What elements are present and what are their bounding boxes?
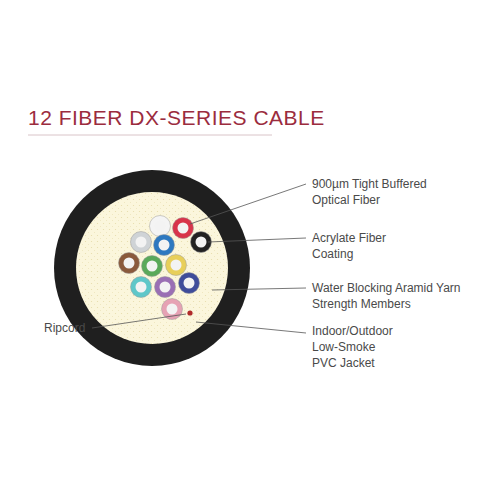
buffered-fiber xyxy=(166,255,187,276)
buffered-fiber xyxy=(142,256,163,277)
fiber-coating xyxy=(159,240,170,251)
ripcord-label: Ripcord xyxy=(44,320,104,336)
fiber-coating xyxy=(124,258,135,269)
fiber-coating xyxy=(171,260,182,271)
buffered-fiber xyxy=(131,232,152,253)
pvc-jacket xyxy=(54,170,250,366)
aramid-yarn xyxy=(76,192,228,344)
title: 12 FIBER DX-SERIES CABLE xyxy=(28,106,325,130)
fiber-coating xyxy=(167,304,178,315)
fiber-coating xyxy=(136,282,147,293)
part-label: 900µm Tight Buffered Optical Fiber xyxy=(312,176,452,208)
buffered-fiber xyxy=(179,273,200,294)
buffered-fiber xyxy=(154,235,175,256)
fiber-coating xyxy=(196,237,207,248)
buffered-fiber xyxy=(119,253,140,274)
buffered-fiber xyxy=(150,216,171,237)
part-label: Acrylate Fiber Coating xyxy=(312,230,412,262)
part-label: Water Blocking Aramid Yarn Strength Memb… xyxy=(312,280,462,312)
buffered-fiber xyxy=(131,277,152,298)
ripcord xyxy=(187,310,192,315)
fiber-coating xyxy=(136,237,147,248)
fiber-bundle xyxy=(119,216,212,320)
fiber-coating xyxy=(178,223,189,234)
leader-lines xyxy=(92,184,306,333)
buffered-fiber xyxy=(155,277,176,298)
buffered-fiber xyxy=(173,218,194,239)
title-rule xyxy=(28,135,272,136)
fiber-coating xyxy=(155,221,166,232)
fiber-coating xyxy=(184,278,195,289)
fiber-coating xyxy=(147,261,158,272)
part-label: Indoor/Outdoor Low-Smoke PVC Jacket xyxy=(312,323,402,371)
fiber-coating xyxy=(160,282,171,293)
